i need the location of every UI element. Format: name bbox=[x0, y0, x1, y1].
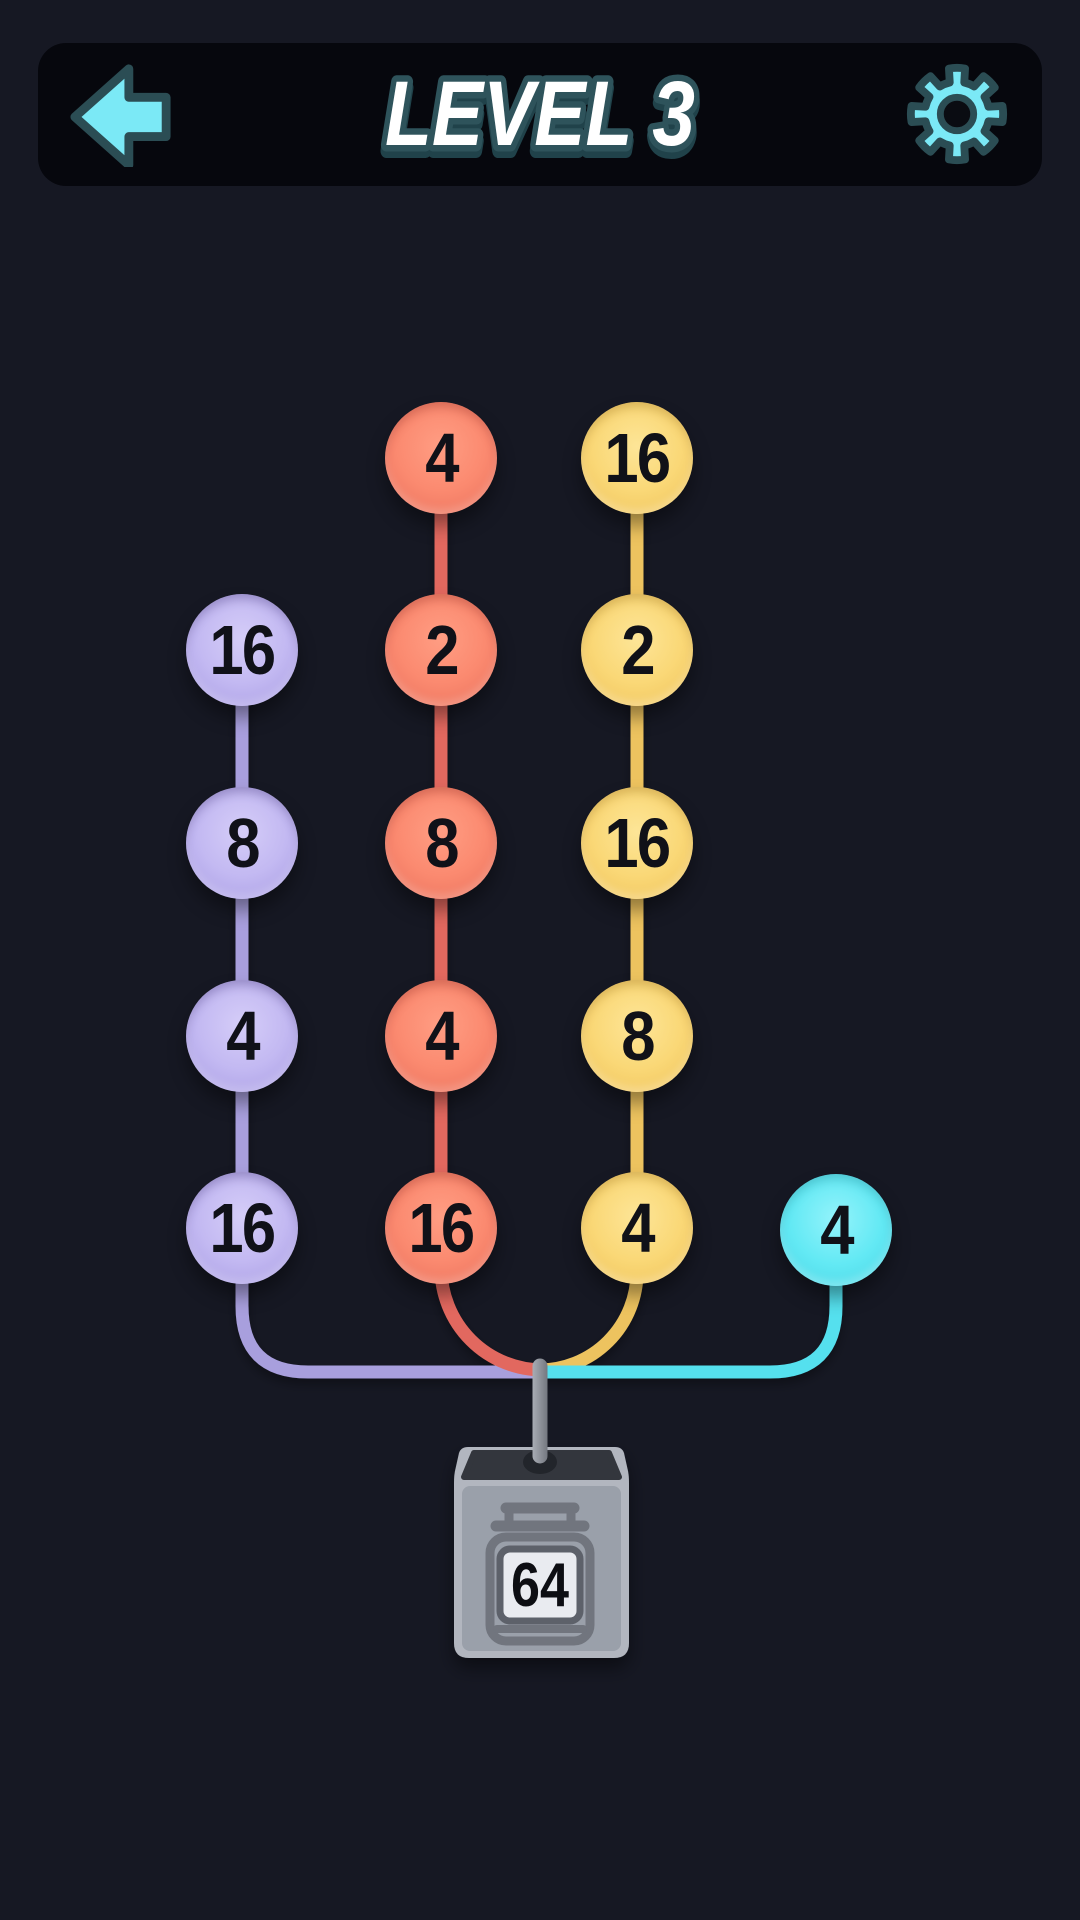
chain-line-cyan bbox=[533, 1223, 843, 1379]
ball-value: 2 bbox=[620, 611, 655, 689]
ball-value: 4 bbox=[424, 997, 459, 1075]
back-arrow-icon bbox=[70, 64, 171, 167]
ball-value: 2 bbox=[424, 611, 459, 689]
jar-label bbox=[496, 1545, 584, 1625]
chain-ball[interactable]: 4 bbox=[385, 980, 497, 1092]
gear-icon bbox=[906, 63, 1008, 165]
ball-value: 8 bbox=[620, 997, 655, 1075]
chain-ball[interactable]: 8 bbox=[186, 787, 298, 899]
header-bar: LEVEL 3 LEVEL 3 bbox=[38, 43, 1042, 186]
chain-ball[interactable]: 8 bbox=[581, 980, 693, 1092]
ball-value: 16 bbox=[604, 804, 671, 882]
level-title: LEVEL 3 LEVEL 3 bbox=[378, 57, 702, 179]
chain-ball[interactable]: 16 bbox=[385, 1172, 497, 1284]
chain-ball[interactable]: 2 bbox=[581, 594, 693, 706]
chain-ball[interactable]: 16 bbox=[186, 594, 298, 706]
level-title-shadow: LEVEL 3 bbox=[385, 69, 695, 171]
settings-button[interactable] bbox=[904, 61, 1010, 167]
chain-line-purple bbox=[235, 643, 553, 1379]
jar-icon bbox=[485, 1502, 595, 1646]
level-title-text: LEVEL 3 bbox=[385, 63, 695, 165]
ball-value: 8 bbox=[424, 804, 459, 882]
ball-value: 16 bbox=[408, 1189, 475, 1267]
chain-ball[interactable]: 4 bbox=[186, 980, 298, 1092]
chain-ball[interactable]: 2 bbox=[385, 594, 497, 706]
ball-value: 16 bbox=[604, 419, 671, 497]
chain-ball[interactable]: 16 bbox=[581, 787, 693, 899]
ball-value: 8 bbox=[225, 804, 260, 882]
ball-value: 16 bbox=[209, 1189, 276, 1267]
back-button[interactable] bbox=[68, 61, 174, 167]
chain-ball[interactable]: 8 bbox=[385, 787, 497, 899]
chain-ball[interactable]: 4 bbox=[385, 402, 497, 514]
chain-ball[interactable]: 16 bbox=[581, 402, 693, 514]
chain-ball[interactable]: 16 bbox=[186, 1172, 298, 1284]
box-target-value: 64 bbox=[511, 1551, 569, 1620]
chain-ball[interactable]: 4 bbox=[581, 1172, 693, 1284]
ball-value: 4 bbox=[424, 419, 459, 497]
chain-ball[interactable]: 4 bbox=[780, 1174, 892, 1286]
ball-value: 4 bbox=[620, 1189, 655, 1267]
ball-value: 4 bbox=[225, 997, 260, 1075]
ball-value: 16 bbox=[209, 611, 276, 689]
ball-value: 4 bbox=[819, 1191, 854, 1269]
